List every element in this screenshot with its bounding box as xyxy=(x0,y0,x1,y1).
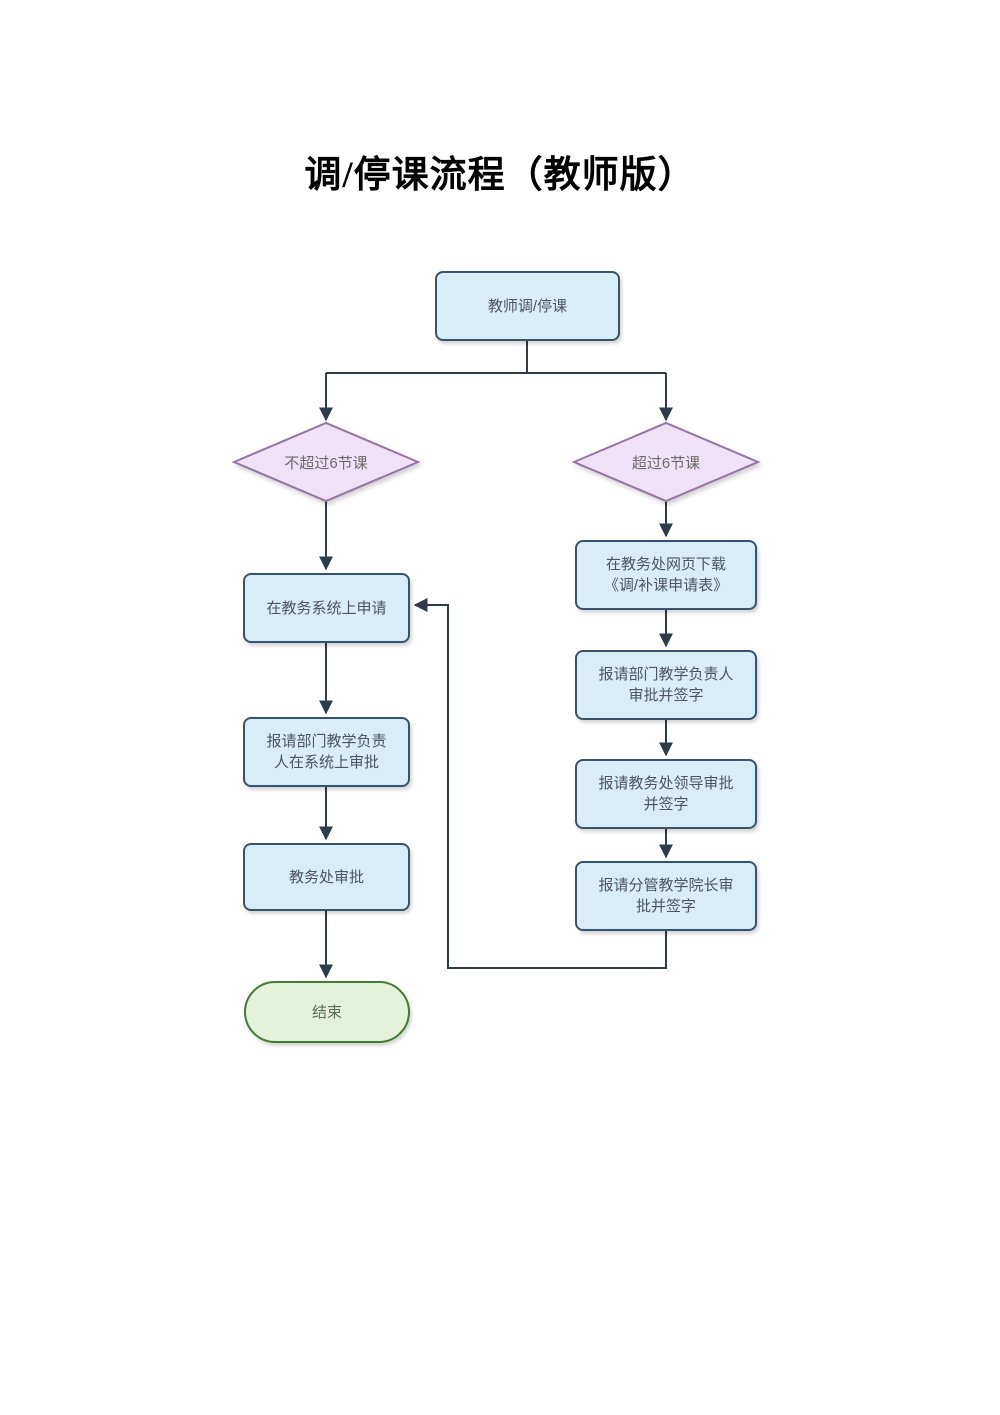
node-dean-sign[interactable]: 报请分管教学院长审 批并签字 xyxy=(575,861,757,931)
node-download-form[interactable]: 在教务处网页下载 《调/补课申请表》 xyxy=(575,540,757,610)
node-dean-sign-label: 报请分管教学院长审 批并签字 xyxy=(598,877,734,915)
page-title: 调/停课流程（教师版） xyxy=(304,155,696,196)
node-dept-approve-in-system-label: 报请部门教学负责 人在系统上审批 xyxy=(266,733,387,771)
node-apply-in-system[interactable]: 在教务系统上申请 xyxy=(243,573,410,643)
node-office-leader-sign[interactable]: 报请教务处领导审批 并签字 xyxy=(575,759,757,829)
node-office-approve-label: 教务处审批 xyxy=(288,868,364,886)
decision-right-shape[interactable] xyxy=(571,421,761,503)
node-office-leader-sign-label: 报请教务处领导审批 并签字 xyxy=(598,775,734,813)
edge-deansign-apply-loop xyxy=(413,598,667,969)
node-end[interactable]: 结束 xyxy=(244,981,410,1043)
node-apply-in-system-label: 在教务系统上申请 xyxy=(266,599,387,617)
decision-left-shape[interactable] xyxy=(231,421,421,503)
node-end-label: 结束 xyxy=(311,1003,342,1021)
node-start-label: 教师调/停课 xyxy=(487,297,568,315)
node-dept-sign-label: 报请部门教学负责人 审批并签字 xyxy=(598,666,734,704)
node-start[interactable]: 教师调/停课 xyxy=(435,271,620,341)
node-download-form-label: 在教务处网页下载 《调/补课申请表》 xyxy=(603,556,729,594)
node-dept-approve-in-system[interactable]: 报请部门教学负责 人在系统上审批 xyxy=(243,717,410,787)
node-dept-sign[interactable]: 报请部门教学负责人 审批并签字 xyxy=(575,650,757,720)
node-office-approve[interactable]: 教务处审批 xyxy=(243,843,410,911)
